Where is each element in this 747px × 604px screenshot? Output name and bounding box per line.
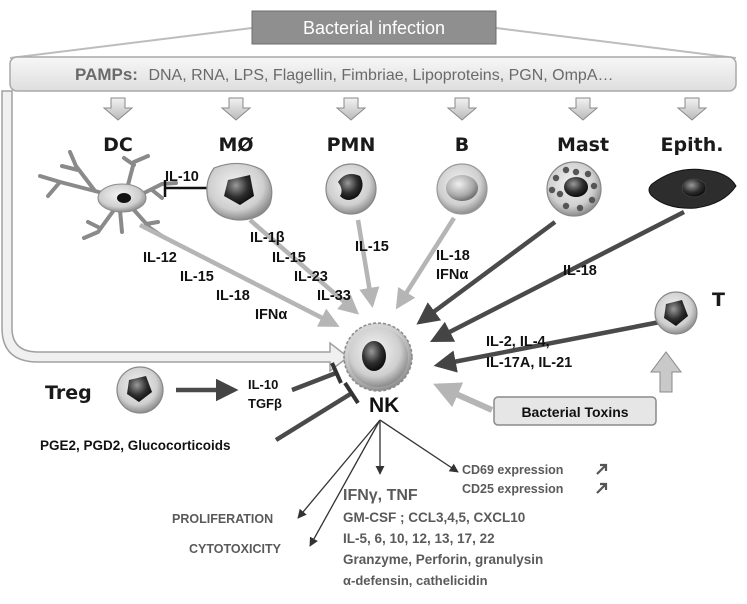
dc-cytokine-4: IFNα [255,307,287,323]
pmn-cell-icon [325,163,377,215]
secreted-line-4: Granzyme, Perforin, granulysin [343,552,543,567]
dc-cytokine-2: IL-15 [180,269,214,285]
output-cd69: CD69 expression [462,463,563,477]
b-to-nk-arrow [395,216,456,310]
label-nk: NK [369,394,399,417]
mast-to-nk-arrow [416,220,557,325]
dc-cell-icon [38,150,178,240]
epithelial-cell-icon [648,168,737,209]
nk-cell-icon [343,322,413,392]
nk-output-arrows [297,419,459,547]
signal-arrows [138,209,686,373]
dc-il10-block-label: IL-10 [165,169,199,185]
treg-inhibit-line [291,370,337,393]
secreted-line-3: IL-5, 6, 10, 12, 13, 17, 22 [343,531,495,546]
infection-box [251,10,497,45]
mast-granule-3 [562,202,570,210]
label-mo: MØ [218,134,253,156]
toxins-to-nk-arrow [433,382,494,413]
mast-granule-2 [556,190,564,198]
label-treg: Treg [45,382,92,404]
b-cell-icon [436,163,488,215]
down-arrow-1 [102,97,134,121]
inhibitors-label: PGE2, PGD2, Glucocorticoids [40,438,231,453]
cd69-up-arrow-icon [596,463,608,475]
mo-cytokine-4: IL-33 [317,288,351,304]
mo-cytokine-1: IL-1β [250,230,285,246]
mo-to-nk-arrow [248,218,360,315]
dc-cytokine-1: IL-12 [143,250,177,266]
mast-granule-9 [548,186,556,194]
pamps-items: DNA, RNA, LPS, Flagellin, Fimbriae, Lipo… [148,67,613,84]
secreted-line-1: IFNγ, TNF [343,487,418,504]
output-cytotoxicity: CYTOTOXICITY [189,542,282,556]
mo-cytokine-3: IL-23 [294,269,328,285]
pamps-to-nk-arrow [1,90,350,373]
dc-cytokine-3: IL-18 [216,288,250,304]
infection-fan [9,27,737,59]
treg-inhibit-bar [330,362,343,384]
pamps-label: PAMPs: [75,65,138,84]
t-cytokines: IL-2, IL-4, IL-17A, IL-21 [486,334,572,371]
mast-granule-7 [584,170,592,178]
pamps-panel [9,56,737,92]
treg-cytokine-2: TGFβ [248,396,282,411]
pmn-cytokine-1: IL-15 [355,239,389,255]
mast-granule-5 [588,196,596,204]
t-to-nk-arrow [433,319,661,373]
t-cytokine-1: IL-2, IL-4, [486,334,550,350]
inhibitors-line [274,391,354,442]
secreted-line-2: GM-CSF ; CCL3,4,5, CXCL10 [343,510,525,525]
mast-cell-icon [546,161,602,217]
label-mast: Mast [557,134,609,156]
b-cytokines: IL-18 IFNα [436,248,470,283]
treg-cell-icon [116,366,164,414]
down-arrow-2 [220,97,252,121]
epith-cytokine-1: IL-18 [563,263,597,279]
b-cytokine-1: IL-18 [436,248,470,264]
pamps-down-arrows [102,97,708,121]
down-arrow-3 [335,97,367,121]
mast-granule-10 [572,168,580,176]
dc-cytokines: IL-12 IL-15 IL-18 IFNα [143,250,287,323]
epith-to-nk-arrow [429,209,686,343]
output-cd25: CD25 expression [462,482,563,496]
toxins-to-t-arrow [650,351,682,393]
t-cytokine-2: IL-17A, IL-21 [486,355,572,371]
treg-cytokine-1: IL-10 [248,377,278,392]
mast-granule-1 [552,174,560,182]
mast-granule-8 [562,166,570,174]
svg-text:PAMPs: DNA, RNA, LPS, Flag: PAMPs: DNA, RNA, LPS, Flagellin, Fimbria… [75,65,613,84]
toxins-label: Bacterial Toxins [521,404,628,420]
pmn-to-nk-arrow [355,219,380,308]
mo-cytokines: IL-1β IL-15 IL-23 IL-33 [250,230,351,304]
infection-title: Bacterial infection [303,18,445,38]
toxins-box [493,396,657,426]
t-cell-icon [654,291,698,335]
label-epith: Epith. [661,134,724,156]
label-dc: DC [103,134,133,156]
output-proliferation: PROLIFERATION [172,512,273,526]
secreted-line-5: α-defensin, cathelicidin [343,573,488,588]
mast-granule-6 [590,182,598,190]
down-arrow-4 [446,97,478,121]
mo-cytokine-2: IL-15 [272,250,306,266]
dc-to-nk-arrow [138,222,340,328]
label-t: T [712,289,725,311]
label-b: B [455,134,469,156]
b-cytokine-2: IFNα [436,267,468,283]
down-arrow-5 [567,97,599,121]
inhibitors-bar [343,381,360,405]
cd25-up-arrow-icon [596,482,608,494]
label-pmn: PMN [327,134,376,156]
down-arrow-6 [676,97,708,121]
macrophage-cell-icon [206,162,273,221]
mast-granule-4 [576,204,584,212]
